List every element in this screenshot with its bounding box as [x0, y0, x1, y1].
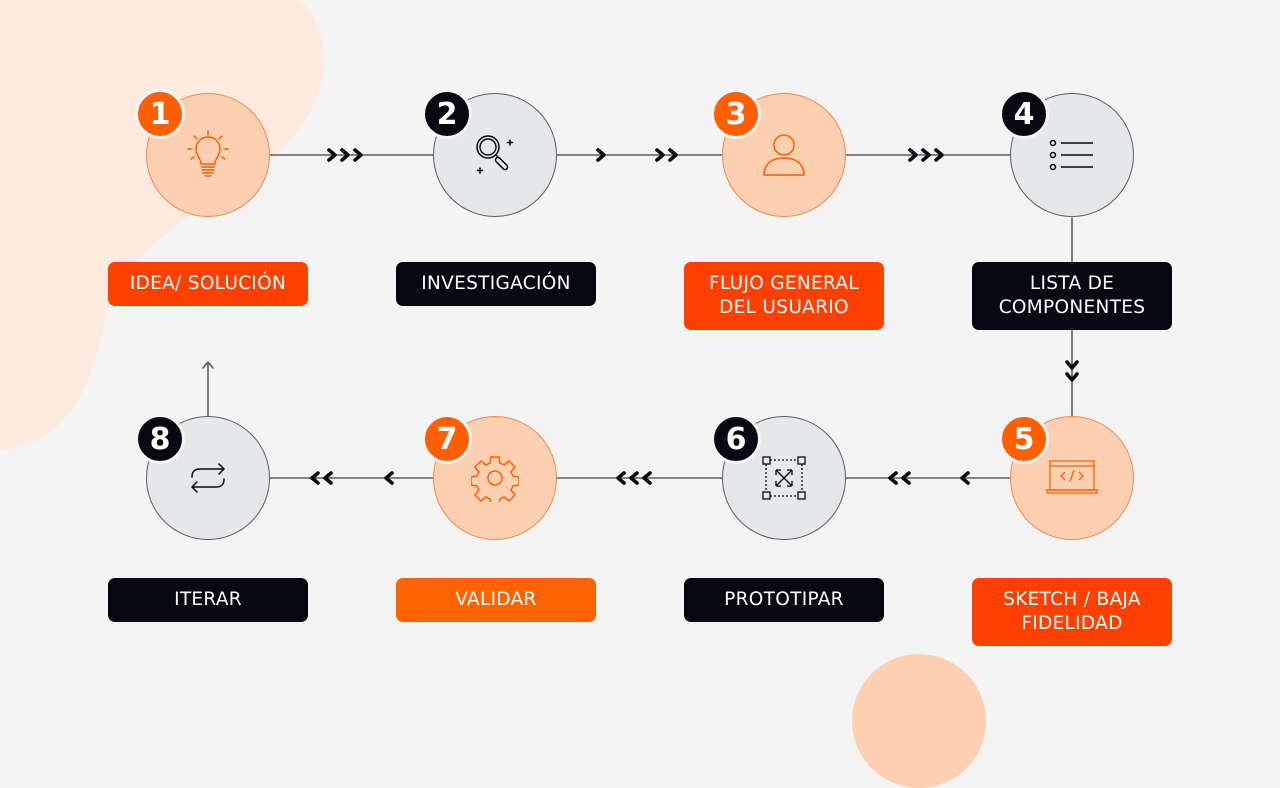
label-line: FLUJO GENERAL: [709, 273, 859, 294]
label-line: INVESTIGACIÓN: [421, 273, 571, 294]
user-icon: [763, 134, 805, 176]
label-line: ITERAR: [174, 589, 242, 610]
step-5-label: SKETCH / BAJA FIDELIDAD: [972, 578, 1172, 646]
repeat-icon: [190, 463, 226, 493]
step-number: 8: [149, 421, 171, 457]
step-number: 7: [436, 421, 458, 457]
connectors: [202, 148, 1079, 485]
label-line: COMPONENTES: [998, 297, 1146, 318]
step-number: 3: [725, 96, 747, 132]
step-number: 4: [1013, 96, 1035, 132]
step-number: 1: [149, 96, 171, 132]
gear-icon: [471, 456, 519, 502]
label-line: DEL USUARIO: [719, 297, 849, 318]
step-4-label: LISTA DE COMPONENTES: [972, 262, 1172, 330]
step-6-badge: 6: [711, 414, 761, 464]
step-8-label: ITERAR: [108, 578, 308, 622]
label-line: SKETCH / BAJA: [1003, 589, 1141, 610]
step-7-badge: 7: [422, 414, 472, 464]
expand-frame-icon: [762, 456, 806, 500]
step-1-badge: 1: [135, 89, 185, 139]
step-8-badge: 8: [135, 414, 185, 464]
step-1-label: IDEA/ SOLUCIÓN: [108, 262, 308, 306]
lightbulb-icon: [187, 130, 229, 177]
label-line: VALIDAR: [455, 589, 537, 610]
step-2-badge: 2: [422, 89, 472, 139]
label-line: LISTA DE: [1029, 273, 1115, 294]
magnifier-icon: [476, 135, 514, 174]
label-line: FIDELIDAD: [1021, 613, 1123, 634]
laptop-code-icon: [1046, 460, 1098, 494]
step-number: 2: [436, 96, 458, 132]
step-5-badge: 5: [999, 414, 1049, 464]
step-2-label: INVESTIGACIÓN: [396, 262, 596, 306]
step-number: 5: [1013, 421, 1035, 457]
step-3-label: FLUJO GENERAL DEL USUARIO: [684, 262, 884, 330]
step-number: 6: [725, 421, 747, 457]
step-4-badge: 4: [999, 89, 1049, 139]
step-7-label: VALIDAR: [396, 578, 596, 622]
step-6-label: PROTOTIPAR: [684, 578, 884, 622]
list-icon: [1049, 139, 1093, 171]
label-line: IDEA/ SOLUCIÓN: [129, 273, 287, 294]
step-3-badge: 3: [711, 89, 761, 139]
chevrons: [310, 148, 1079, 485]
label-line: PROTOTIPAR: [724, 589, 844, 610]
